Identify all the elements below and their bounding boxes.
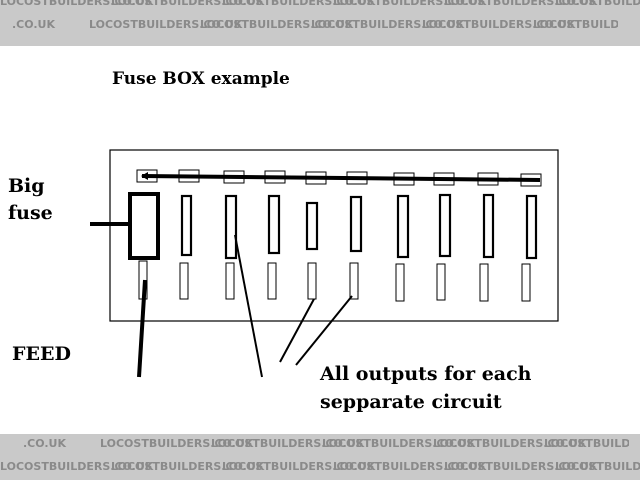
big-fuse — [128, 192, 160, 260]
pointer-line — [279, 298, 315, 363]
watermark-banner-top: LOCOSTBUILDERS.CO.UKLOCOSTBUILDERS.CO.UK… — [0, 0, 640, 46]
output-terminal — [349, 262, 359, 300]
circuit-fuse — [438, 193, 452, 258]
output-terminal — [307, 262, 317, 300]
big-fuse-label-line2: fuse — [8, 202, 53, 224]
fuse-box-diagram: Fuse BOX example Big fuse FEED All outpu… — [0, 46, 640, 434]
feed-label: FEED — [12, 343, 71, 365]
circuit-fuse — [396, 194, 410, 259]
outputs-label-line1: All outputs for each — [319, 363, 532, 385]
bus-bar-arrow — [141, 172, 148, 180]
outputs-label-line2: sepparate circuit — [320, 391, 502, 413]
bus-bar — [141, 174, 541, 182]
circuit-fuse — [267, 194, 281, 255]
output-terminal — [479, 263, 489, 302]
output-terminal — [395, 263, 405, 302]
circuit-fuse — [482, 193, 495, 259]
big-fuse-label-line1: Big — [8, 175, 45, 197]
pointer-line — [234, 234, 263, 378]
output-terminal — [267, 262, 277, 300]
feed-wire — [137, 279, 147, 378]
output-terminal — [436, 263, 446, 301]
circuit-fuse — [305, 201, 319, 251]
circuit-fuse — [180, 194, 193, 257]
circuit-fuse — [349, 195, 363, 253]
circuit-fuse — [224, 194, 238, 260]
fuse-box-outline — [109, 149, 559, 322]
fuse-box-svg: Fuse BOX example Big fuse FEED All outpu… — [8, 69, 559, 413]
output-terminal — [521, 263, 531, 302]
output-terminal — [179, 262, 189, 300]
watermark-row: LOCOSTBUILDERS.CO.UKLOCOSTBUILDERS.CO.UK… — [0, 460, 640, 473]
diagram-title: Fuse BOX example — [112, 69, 290, 89]
watermark-row: LOCOSTBUILDERS.CO.UKLOCOSTBUILDERS.CO.UK… — [0, 0, 640, 8]
output-terminal — [225, 262, 235, 300]
circuit-fuse — [525, 194, 538, 260]
pointer-line — [295, 295, 353, 366]
